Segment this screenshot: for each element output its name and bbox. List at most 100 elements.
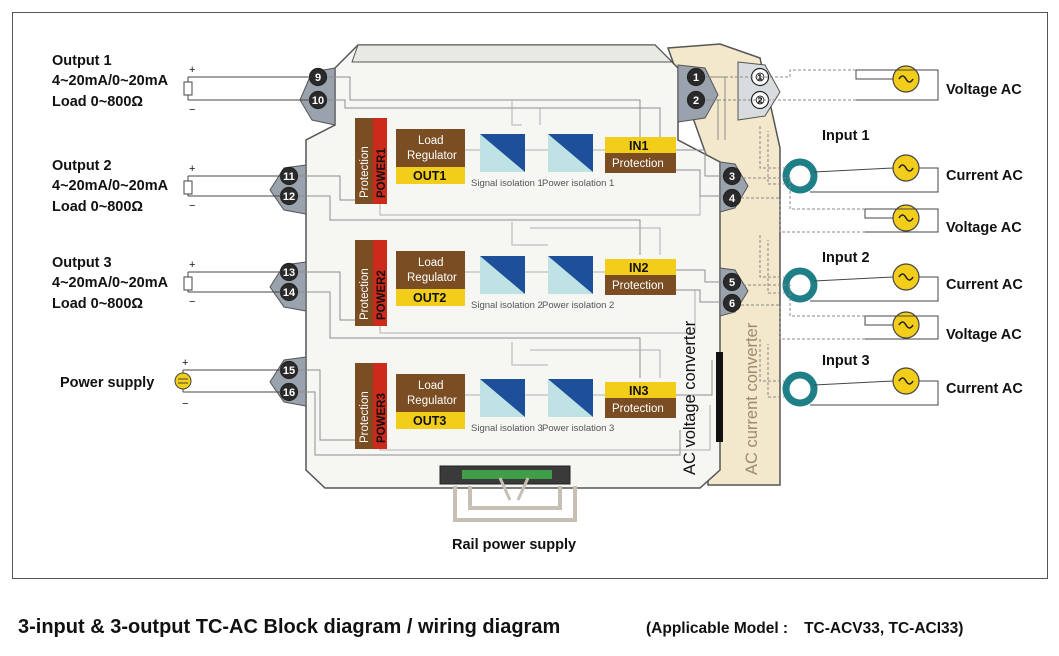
in-protection-label: Protection: [612, 280, 664, 292]
internal-wiring: [296, 76, 732, 456]
terminal-16[interactable]: 16: [279, 382, 299, 402]
terminal-light-2-number: ②: [755, 95, 765, 107]
terminal-15[interactable]: 15: [279, 360, 299, 380]
terminal-9-number: 9: [315, 72, 321, 84]
in-block: [605, 382, 676, 398]
terminal-2-circle: [686, 90, 706, 110]
ac-voltage-converter-label: AC voltage converter: [681, 320, 699, 475]
terminal-light-1-number: ①: [755, 72, 765, 84]
load-regulator-label-2: Regulator: [407, 272, 457, 284]
load-regulator-label-1: Load: [418, 257, 444, 269]
terminal-12-number: 12: [283, 191, 295, 203]
terminal-11[interactable]: 11: [279, 166, 299, 186]
voltage-ac-label: Voltage AC: [946, 220, 1022, 236]
terminal-6-number: 6: [729, 298, 735, 310]
applicable-model-caption: (Applicable Model :TC-ACV33, TC-ACI33): [646, 620, 979, 638]
in-protection-block: [605, 153, 676, 173]
protection-block: [355, 240, 373, 326]
input-2-group: Input 2 Current AC Voltage AC: [740, 235, 1023, 343]
load-regulator-block: [396, 129, 465, 167]
terminal-1[interactable]: 1: [686, 67, 706, 87]
terminal-4[interactable]: 4: [722, 188, 742, 208]
out-block: [396, 412, 465, 429]
in-protection-block: [605, 275, 676, 295]
protection-block: [355, 118, 373, 204]
plus-sign: +: [182, 357, 188, 369]
power-block: [373, 118, 387, 204]
ac-source-icon: [892, 263, 920, 291]
signal-isolation-label: Signal isolation 1: [471, 178, 543, 189]
terminal-3-circle: [722, 166, 742, 186]
ac-source-icon: [892, 367, 920, 395]
input-title: Input 3: [822, 353, 870, 369]
minus-sign: −: [189, 296, 195, 308]
in-protection-label: Protection: [612, 158, 664, 170]
power-block: [373, 363, 387, 449]
ac-source-icon: [892, 311, 920, 339]
terminal-3[interactable]: 3: [722, 166, 742, 186]
power-supply-label: Power supply: [60, 375, 154, 391]
terminal-5-number: 5: [729, 277, 735, 289]
power-label: POWER3: [376, 393, 388, 443]
out-label: OUT2: [413, 291, 446, 305]
load-resistor-icon: [183, 276, 193, 291]
current-ac-label: Current AC: [946, 277, 1023, 293]
terminal-5-circle: [722, 272, 742, 292]
signal-isolation-label: Signal isolation 2: [471, 300, 543, 311]
in-protection-block: [605, 398, 676, 418]
terminal-11-number: 11: [283, 171, 295, 183]
load-regulator-block: [396, 251, 465, 289]
terminal-5[interactable]: 5: [722, 272, 742, 292]
load-regulator-label-2: Regulator: [407, 395, 457, 407]
terminal-13[interactable]: 13: [279, 262, 299, 282]
signal-isolation-label: Signal isolation 3: [471, 423, 543, 434]
in-block: [605, 259, 676, 275]
protection-label: Protection: [359, 391, 371, 443]
load-regulator-label-1: Load: [418, 380, 444, 392]
out-label: OUT3: [413, 414, 446, 428]
terminal-15-number: 15: [283, 365, 295, 377]
terminal-9[interactable]: 9: [308, 67, 328, 87]
out-block: [396, 167, 465, 184]
input-title: Input 2: [822, 250, 870, 266]
voltage-ac-label: Voltage AC: [946, 82, 1022, 98]
dc-source-icon: [174, 372, 192, 390]
rail-bracket: [453, 486, 577, 522]
channel-3: Protection POWER3 LoadRegulatorOUT3Signal …: [355, 363, 676, 449]
output-load: Load 0~800Ω: [52, 199, 143, 215]
plus-sign: +: [189, 163, 195, 175]
load-resistor-icon: [183, 180, 193, 195]
output-load: Load 0~800Ω: [52, 296, 143, 312]
minus-sign: −: [189, 200, 195, 212]
load-regulator-block: [396, 374, 465, 412]
in-label: IN3: [629, 384, 649, 398]
terminal-14[interactable]: 14: [279, 282, 299, 302]
figure-caption: 3-input & 3-output TC-AC Block diagram /…: [18, 616, 561, 638]
terminal-10[interactable]: 10: [308, 90, 328, 110]
terminal-10-number: 10: [312, 95, 324, 107]
power-label: POWER2: [376, 270, 388, 320]
terminal-14-number: 14: [283, 287, 296, 299]
voltage-ac-label: Voltage AC: [946, 327, 1022, 343]
terminal-4-number: 4: [729, 193, 736, 205]
minus-sign: −: [182, 398, 188, 410]
current-ac-label: Current AC: [946, 168, 1023, 184]
terminal-6-circle: [722, 293, 742, 313]
power-isolation-label: Power isolation 1: [542, 178, 614, 189]
in-block: [605, 137, 676, 153]
terminal-2-number: 2: [693, 95, 699, 107]
terminal-12[interactable]: 12: [279, 186, 299, 206]
in-label: IN1: [629, 139, 649, 153]
load-regulator-label-1: Load: [418, 135, 444, 147]
terminal-16-number: 16: [283, 387, 295, 399]
output-title: Output 1: [52, 53, 112, 69]
terminal-6[interactable]: 6: [722, 293, 742, 313]
output-range: 4~20mA/0~20mA: [52, 275, 169, 291]
terminal-2[interactable]: 2: [686, 90, 706, 110]
in-label: IN2: [629, 261, 649, 275]
load-resistor-icon: [183, 81, 193, 96]
